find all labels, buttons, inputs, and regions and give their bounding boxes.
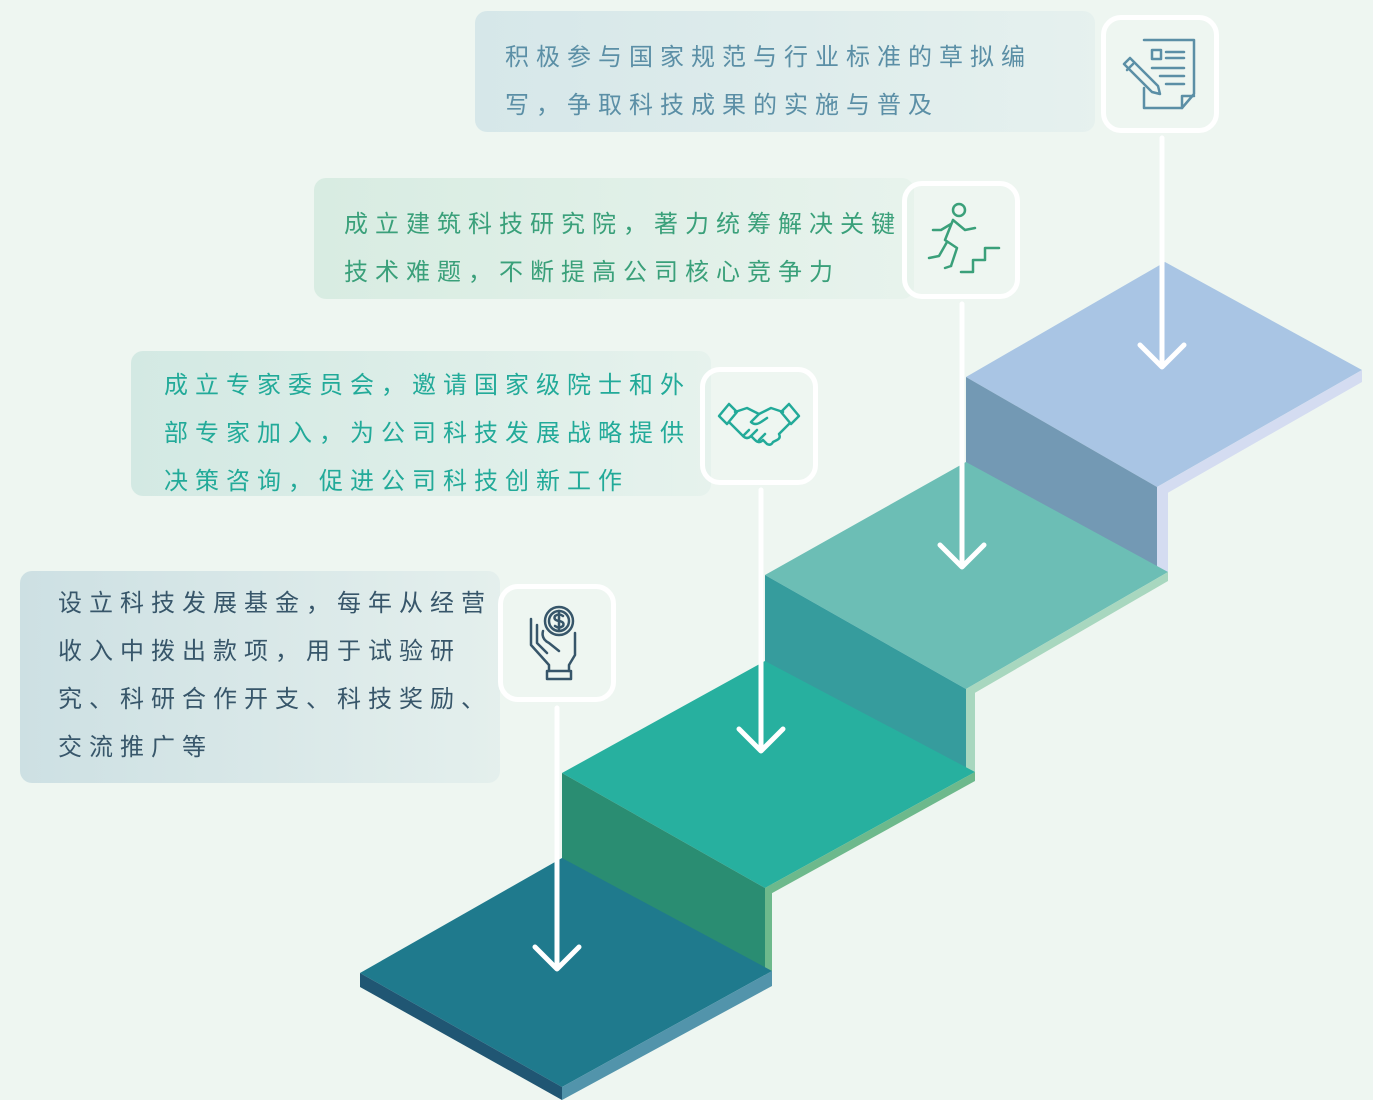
stair-step-3-riser (765, 575, 966, 777)
card-4-line-2: 收入中拨出款项，用于试验研 (58, 637, 461, 665)
stair-step-3-side (966, 684, 975, 777)
handshake-icon (717, 402, 801, 446)
stair-step-1-right (562, 971, 772, 1100)
stair-step-1-top (360, 858, 772, 1087)
icon-box-4 (498, 584, 616, 702)
stair-step-4-top (966, 262, 1362, 487)
document-pencil-icon (1122, 38, 1196, 110)
text-card-1: 积极参与国家规范与行业标准的草拟编 写，争取科技成果的实施与普及 (475, 11, 1095, 132)
stair-step-4-riser (966, 377, 1157, 578)
card-4-line-1: 设立科技发展基金，每年从经营 (58, 589, 492, 617)
hand-coin-dollar-icon (529, 605, 577, 681)
stair-step-4-side (1157, 481, 1168, 578)
icon-box-2 (902, 181, 1020, 299)
card-2-line-2: 技术难题，不断提高公司核心竞争力 (344, 258, 840, 286)
card-2-line-1: 成立建筑科技研究院，著力统筹解决关键 (344, 210, 902, 238)
arrow-head-2 (937, 542, 987, 570)
arrow-head-4 (532, 944, 582, 972)
text-card-2: 成立建筑科技研究院，著力统筹解决关键 技术难题，不断提高公司核心竞争力 (314, 178, 914, 299)
card-3-line-2: 部专家加入，为公司科技发展战略提供 (164, 419, 691, 447)
text-card-3: 成立专家委员会，邀请国家级院士和外 部专家加入，为公司科技发展战略提供 决策咨询… (131, 351, 711, 496)
card-1-line-1: 积极参与国家规范与行业标准的草拟编 (505, 43, 1032, 71)
stair-step-1-front (360, 973, 562, 1100)
card-1-line-2: 写，争取科技成果的实施与普及 (505, 91, 939, 119)
card-4-line-4: 交流推广等 (58, 733, 213, 761)
stair-step-2-side (765, 884, 772, 975)
stair-step-4-edge (1157, 370, 1362, 499)
icon-box-3 (700, 367, 818, 485)
stair-step-3-edge (966, 572, 1168, 698)
text-card-4: 设立科技发展基金，每年从经营 收入中拨出款项，用于试验研 究、科研合作开支、科技… (20, 571, 500, 783)
card-4-line-3: 究、科研合作开支、科技奖励、 (58, 685, 492, 713)
stair-step-2-top (562, 661, 975, 888)
arrow-head-1 (1137, 342, 1187, 370)
person-climbing-stairs-icon (927, 202, 1001, 274)
card-3-line-1: 成立专家委员会，邀请国家级院士和外 (164, 371, 691, 399)
stair-step-3-top (765, 462, 1168, 689)
icon-box-1 (1101, 15, 1219, 133)
stair-step-2-riser (562, 773, 765, 975)
stair-step-2-edge (765, 772, 975, 897)
card-3-line-3: 决策咨询，促进公司科技创新工作 (164, 467, 629, 495)
arrow-head-3 (736, 726, 786, 754)
